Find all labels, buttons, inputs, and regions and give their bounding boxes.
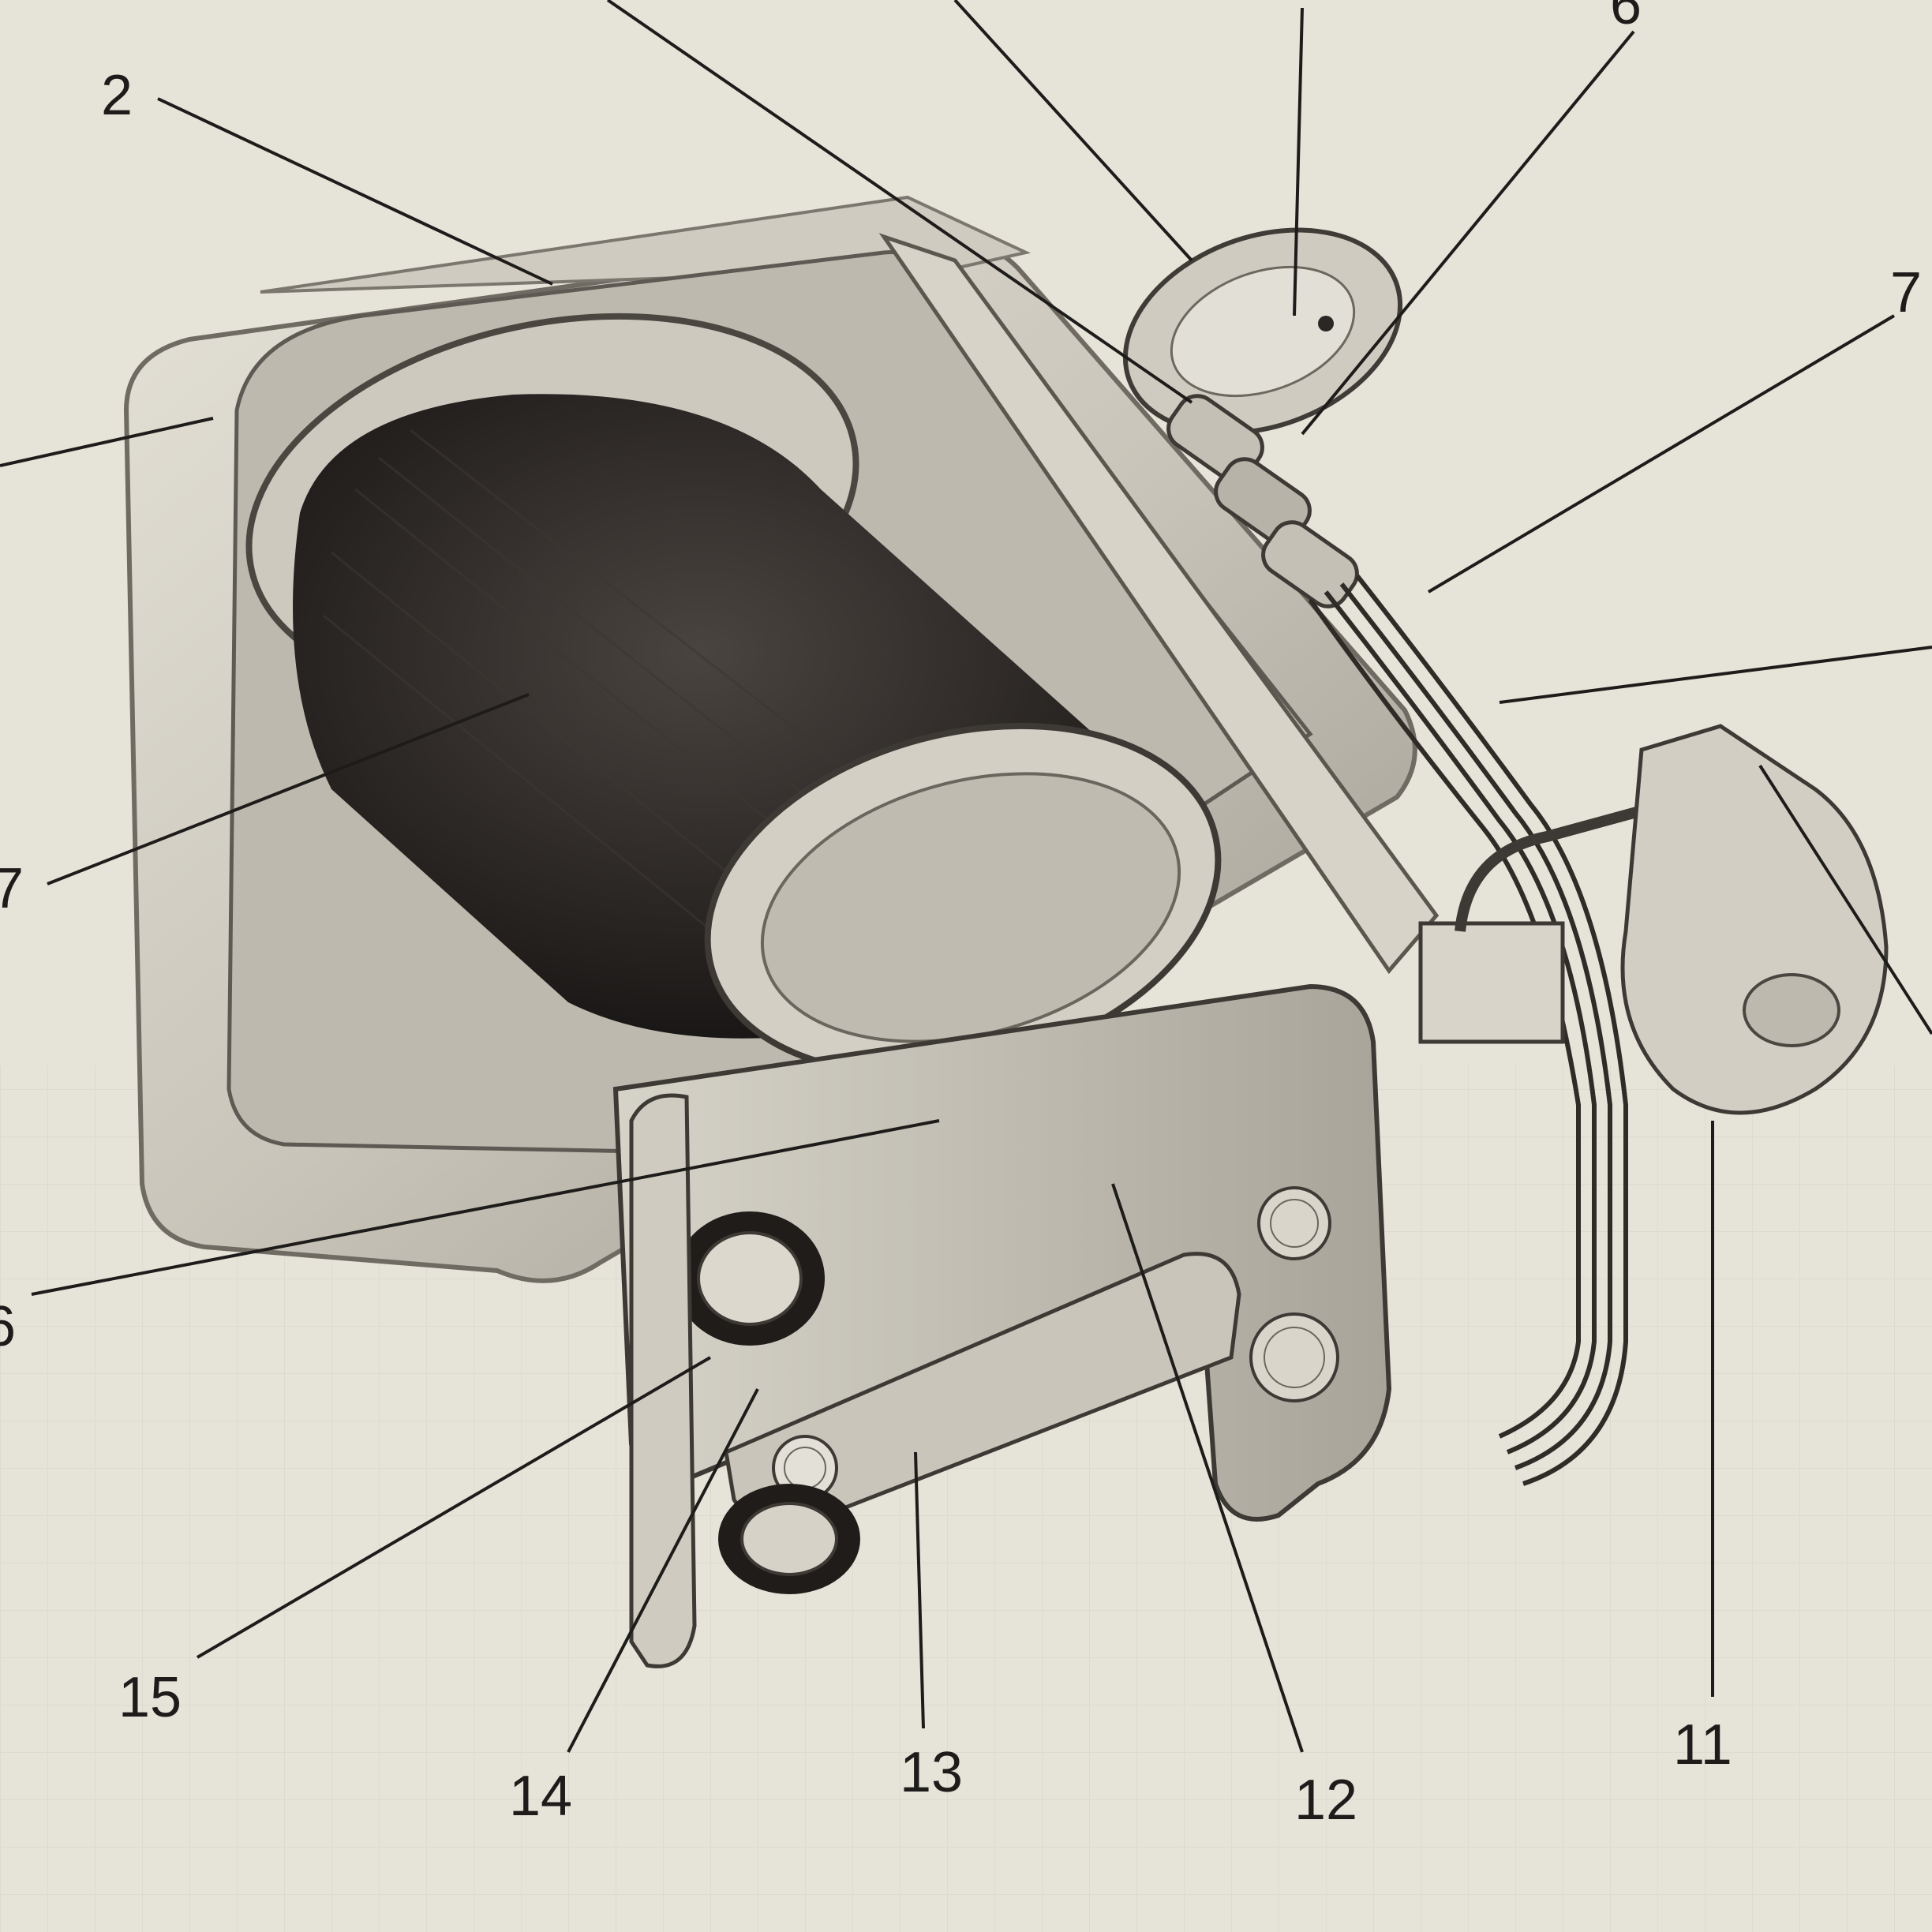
adjustment-disc-dot (1318, 316, 1334, 331)
leader-13 (914, 1451, 925, 1729)
callout-7-left: 7 (0, 857, 24, 920)
leader-1 (0, 417, 214, 467)
leader-6-top-a (1293, 7, 1304, 316)
leader-5 (953, 0, 1193, 262)
callout-2: 2 (101, 64, 133, 127)
wire-bundle (1308, 575, 1628, 1486)
yoke-bar (878, 233, 1440, 975)
callout-11: 11 (1673, 1713, 1732, 1777)
contact-lever-pivot (1743, 973, 1840, 1047)
leader-14 (567, 1388, 759, 1753)
callout-12: 12 (1294, 1769, 1357, 1832)
callout-6-top: 6 (1610, 0, 1642, 36)
leader-lines (0, 0, 1932, 1753)
callout-7-right: 7 (1890, 261, 1922, 324)
callout-14: 14 (509, 1765, 572, 1828)
contact-lever (1620, 724, 1889, 1115)
leader-4 (606, 0, 1193, 404)
leader-7-right (1427, 314, 1896, 593)
adjustment-disc-face (1170, 265, 1356, 398)
armature-hook (1455, 784, 1722, 932)
contact-screw-stack (1166, 394, 1359, 608)
leader-9 (1499, 646, 1932, 704)
callout-13: 13 (900, 1741, 963, 1804)
leader-7-left (47, 693, 530, 886)
base-bracket (629, 1093, 697, 1668)
leader-6-left (31, 1119, 940, 1296)
callout-6-left: 6 (0, 1295, 16, 1358)
pivot-bushing (675, 1211, 860, 1594)
callout-15: 15 (118, 1666, 182, 1729)
armature-block (1418, 921, 1565, 1044)
callout-numbers: 2 6 7 7 6 15 14 13 12 11 (0, 0, 1922, 1832)
leader-2 (157, 97, 553, 286)
leader-15 (196, 1356, 712, 1659)
relay-illustration (123, 195, 1889, 1668)
leader-6-top (1301, 30, 1635, 436)
leader-10 (1758, 764, 1932, 1035)
leader-12 (1111, 1183, 1304, 1753)
